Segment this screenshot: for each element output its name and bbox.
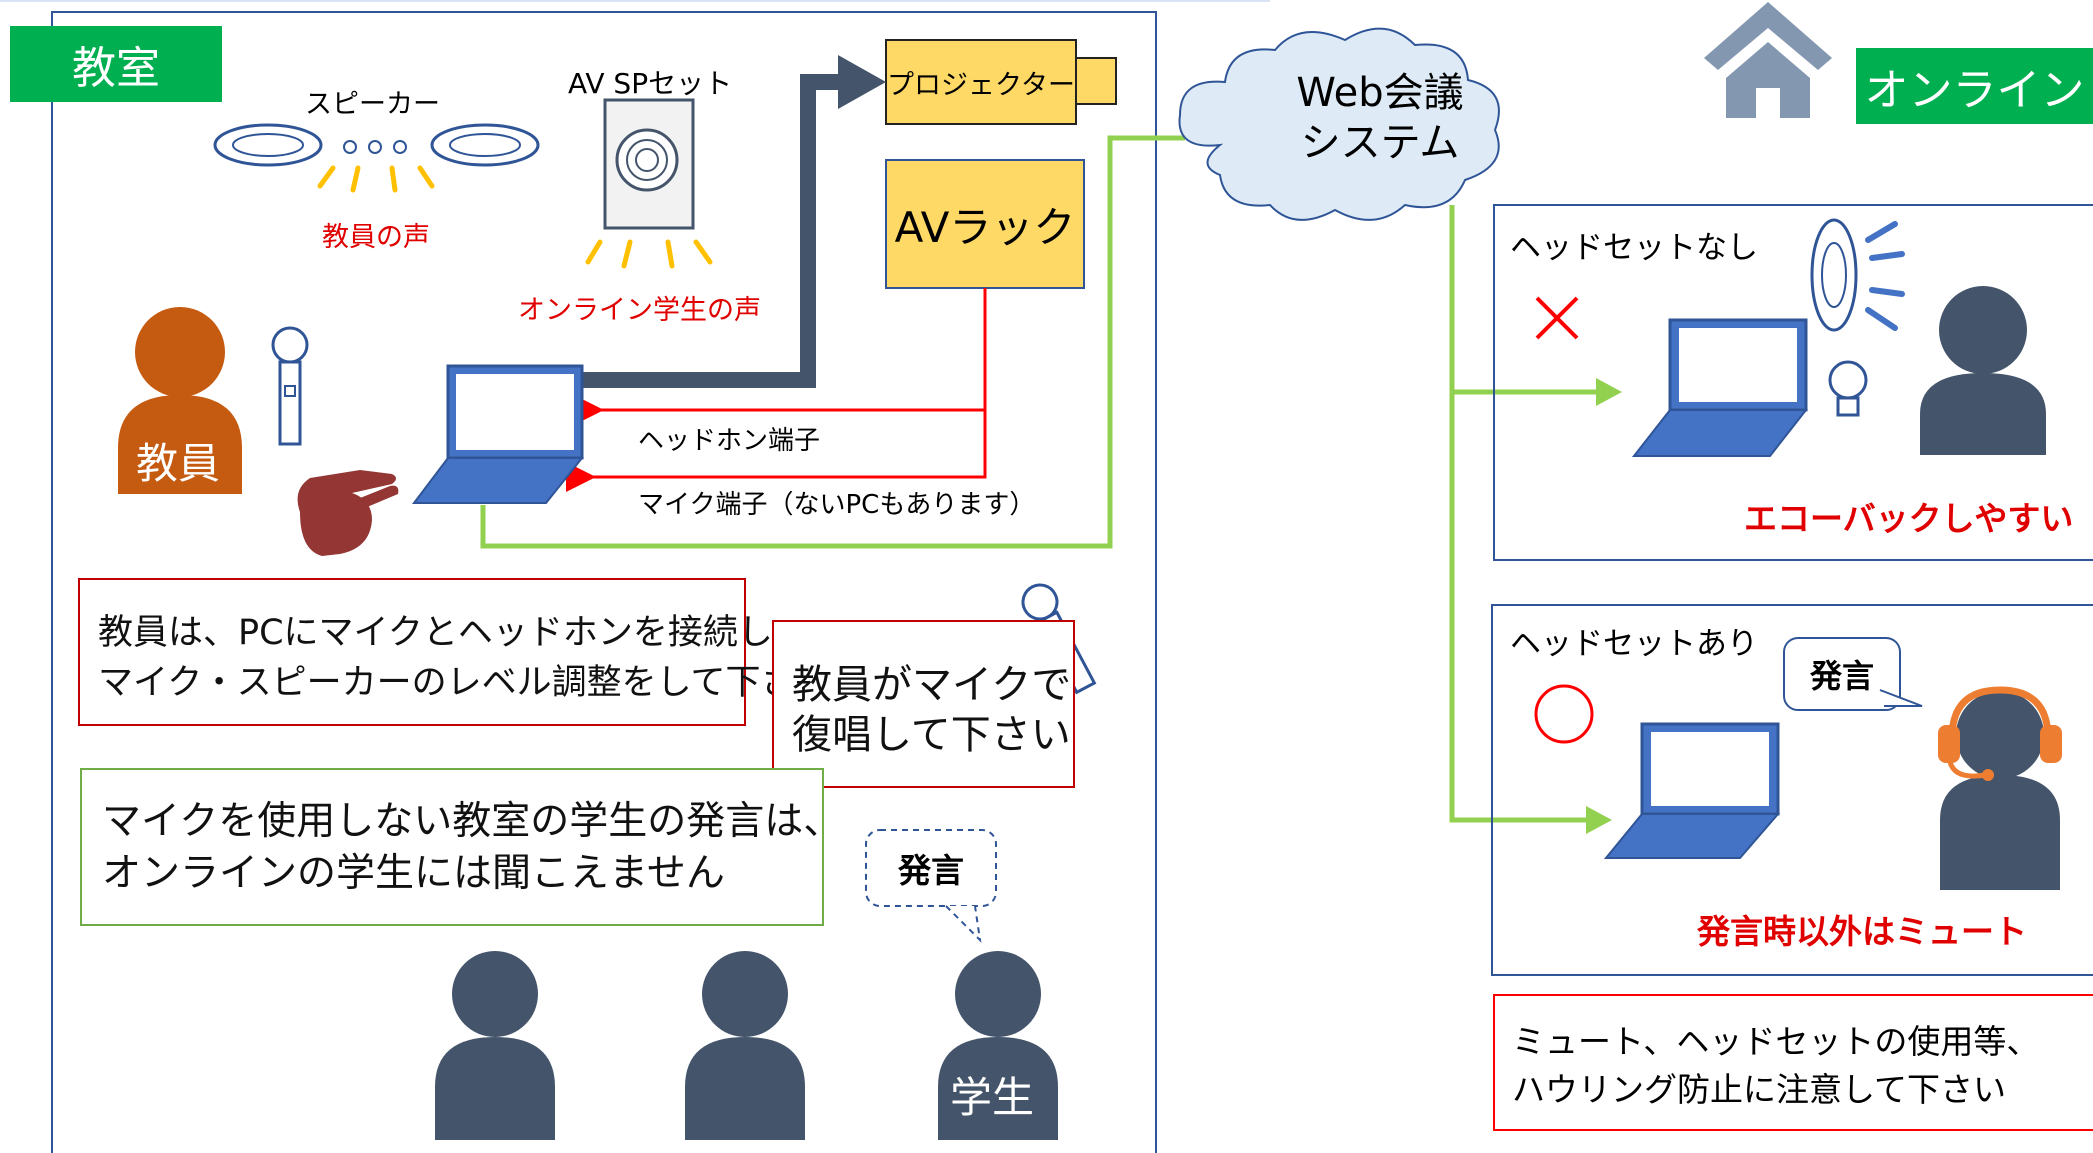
footer-line: ハウリング防止に注意して下さい: [1512, 1070, 2007, 1109]
mic-jack-label: マイク端子（ないPCもあります）: [638, 490, 1036, 520]
av-speaker-icon: [585, 98, 713, 269]
cloud-label: Web会議 システム: [1265, 68, 1495, 168]
microphone-icon: [271, 326, 309, 446]
ok-mark: [1534, 684, 1594, 744]
teacher-setup-note: 教員は、PCにマイクとヘッドホンを接続し、 マイク・スピーカーのレベル調整をして…: [78, 578, 831, 726]
laptop-icon: [1631, 318, 1809, 457]
cloud-icon: [1178, 27, 1500, 221]
speaker-label: スピーカー: [305, 89, 440, 120]
footer-line: ミュート、ヘッドセットの使用等、: [1512, 1022, 2040, 1061]
student-label: 学生: [950, 1073, 1035, 1122]
cloud-line: システム: [1300, 120, 1460, 166]
online-voice-label: オンライン学生の声: [518, 295, 761, 326]
speech-bubble: [865, 829, 997, 943]
projector-icon: [885, 39, 1117, 125]
cloud-line: Web会議: [1296, 70, 1464, 116]
house-icon: [1704, 2, 1832, 118]
note-line: 復唱して下さい: [792, 712, 1071, 758]
online-title: オンライン: [1856, 48, 2093, 124]
laptop-icon: [411, 364, 585, 504]
with-headset-label: ヘッドセットあり: [1510, 626, 1758, 662]
no-headset-panel: [1493, 204, 2093, 561]
av-sp-label: AV SPセット: [568, 67, 733, 100]
pointing-hand-icon: [297, 470, 399, 556]
projector-label: プロジェクター: [887, 69, 1075, 101]
online-speech-text: 発言: [1809, 657, 1874, 695]
footer-note-box: [1493, 994, 2093, 1131]
speaker-icon: [213, 123, 540, 193]
person-icon: [685, 951, 805, 1140]
speech-bubble: [1783, 637, 1923, 711]
with-headset-warning: 発言時以外はミュート: [1697, 912, 2027, 951]
speaker-icon: [1810, 218, 1905, 332]
headset-icon: [1938, 686, 2062, 781]
repeat-note: 教員がマイクで 復唱して下さい: [772, 620, 1075, 788]
classroom-title: 教室: [10, 26, 222, 102]
laptop-icon: [1603, 722, 1781, 859]
person-icon: [938, 951, 1058, 1140]
note-line: 教員がマイクで: [792, 662, 1072, 708]
students-mic-note: マイクを使用しない教室の学生の発言は、 オンラインの学生には聞こえません: [80, 768, 843, 926]
note-line: マイク・スピーカーのレベル調整をして下さい: [98, 663, 831, 703]
with-headset-panel: [1491, 604, 2093, 976]
teacher-label: 教員: [136, 439, 221, 488]
note-line: マイクを使用しない教室の学生の発言は、: [102, 799, 843, 844]
note-line: オンラインの学生には聞こえません: [102, 851, 725, 896]
person-icon: [1940, 691, 2060, 890]
note-line: 教員は、PCにマイクとヘッドホンを接続し、: [98, 613, 808, 653]
teacher-voice-label: 教員の声: [322, 222, 430, 253]
av-rack-box: [885, 159, 1085, 289]
av-rack-label: AVラック: [894, 202, 1076, 252]
headphone-jack-label: ヘッドホン端子: [638, 426, 821, 456]
microphone-icon: [1828, 360, 1868, 417]
person-icon: [435, 951, 555, 1140]
classroom-frame: [51, 11, 1157, 1153]
student-speech-text: 発言: [898, 851, 964, 890]
no-headset-warning: エコーバックしやすい: [1744, 499, 2074, 538]
person-icon: [1920, 286, 2046, 455]
footer-note: ミュート、ヘッドセットの使用等、 ハウリング防止に注意して下さい: [1512, 1018, 2039, 1114]
no-headset-label: ヘッドセットなし: [1510, 230, 1758, 266]
person-icon: [118, 307, 242, 494]
ng-mark: [1535, 296, 1579, 340]
